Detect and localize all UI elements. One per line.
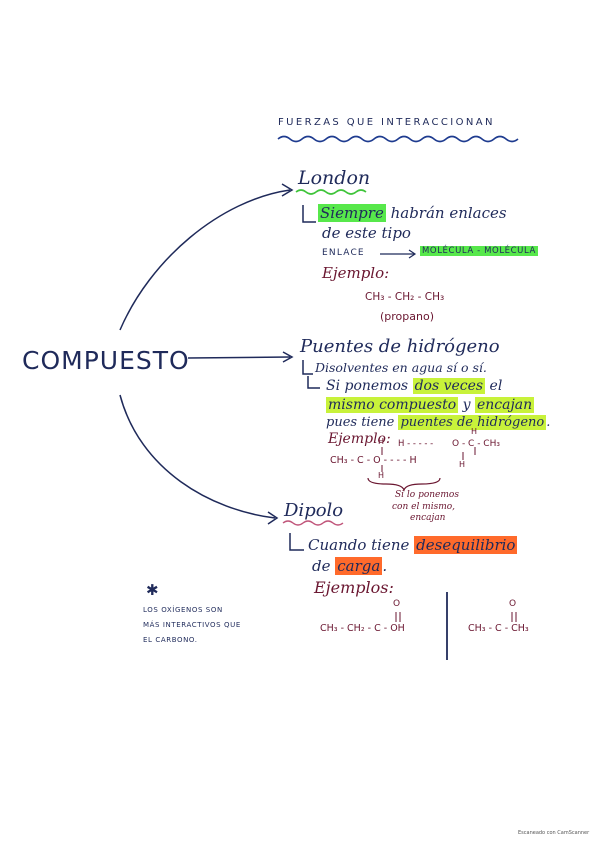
struct-h-right: H [459, 460, 466, 469]
arrow-to-london-head [281, 183, 294, 197]
note-line-2: MÁS INTERACTIVOS QUE [143, 621, 241, 629]
dipolo-line1-a: Cuando tiene [308, 536, 415, 554]
london-ejemplo: Ejemplo: [322, 264, 390, 282]
puentes-line4-a: pues tiene [326, 415, 399, 430]
enlace-arrow-head [408, 249, 417, 259]
highlight-desequilibrio: desequilibrio [414, 536, 518, 554]
dipolo-heading: Dipolo [284, 500, 344, 521]
struct-note-1: Si lo ponemos [395, 490, 459, 500]
propano-name: (propano) [380, 310, 435, 323]
note-line-1: LOS OXÍGENOS SON [143, 606, 223, 614]
highlight-dos-veces: dos veces [412, 378, 486, 394]
dipolo-line2-a: de [312, 557, 336, 575]
london-line1: Siempre habrán enlaces [318, 204, 507, 222]
puentes-line1: Disolventes en agua sí o sí. [315, 360, 487, 375]
example1-oxygen: O [393, 599, 401, 609]
struct-h-bottom: H [378, 471, 385, 480]
highlight-carga: carga [335, 557, 383, 575]
dipolo-l-mark [289, 533, 304, 551]
page-title: FUERZAS QUE INTERACCIONAN [278, 117, 495, 128]
puentes-ejemplo: Ejemplo: [328, 431, 391, 447]
london-wavy-underline [295, 189, 367, 195]
dipolo-wavy-underline [282, 520, 344, 526]
puentes-line2: Si ponemos dos veces el [326, 378, 503, 394]
example2-formula: CH₃ - C - CH₃ [468, 623, 529, 634]
puentes-line3-mid: y [458, 397, 475, 413]
struct-h-top-1: H [378, 437, 385, 446]
arrow-to-puentes [187, 356, 291, 359]
struct-note-3: encajan [410, 513, 446, 523]
highlight-molecula: MOLÉCULA - MOLÉCULA [420, 246, 538, 256]
puentes-line4: pues tiene puentes de hidrógeno. [326, 415, 551, 430]
star-icon: ✱ [146, 581, 159, 599]
puentes-line3: mismo compuesto y encajan [326, 397, 535, 413]
london-line1-rest: habrán enlaces [385, 204, 507, 222]
arrow-to-dipolo-head [267, 511, 279, 525]
puentes-l-mark-2 [307, 376, 320, 389]
dipolo-line1: Cuando tiene desequilibrio [308, 536, 518, 554]
dipolo-line2-b: . [382, 557, 388, 575]
struct-note-2: con el mismo, [392, 502, 456, 512]
highlight-mismo-compuesto: mismo compuesto [326, 397, 459, 413]
struct-dots-row: H - - - - - [398, 439, 434, 449]
highlight-encajan: encajan [474, 397, 535, 413]
structure-brace [367, 477, 441, 492]
arrow-to-dipolo [119, 394, 276, 519]
title-wavy-underline [277, 135, 519, 143]
struct-right: O - C - CH₃ [452, 439, 500, 449]
puentes-heading: Puentes de hidrógeno [300, 336, 500, 357]
puentes-line2-a: Si ponemos [326, 378, 413, 394]
puentes-line2-b: el [485, 378, 503, 394]
puentes-l-mark-1 [302, 360, 313, 375]
london-heading: London [298, 167, 371, 189]
struct-left: CH₃ - C - O - - - - H [330, 455, 417, 466]
arrow-to-puentes-head [282, 351, 294, 363]
arrow-to-london [119, 189, 291, 331]
enlace-label: ENLACE [322, 248, 365, 258]
example1-formula: CH₃ - CH₂ - C - OH [320, 623, 405, 634]
struct-h-top-2: H [471, 427, 478, 436]
london-l-mark [302, 205, 316, 223]
example2-oxygen: O [509, 599, 517, 609]
highlight-siempre: Siempre [318, 204, 386, 222]
enlace-highlight: MOLÉCULA - MOLÉCULA [420, 246, 538, 256]
propano-formula: CH₃ - CH₂ - CH₃ [365, 291, 445, 303]
compuesto-node: COMPUESTO [22, 346, 190, 375]
scanner-watermark: Escaneado con CamScanner [518, 830, 590, 836]
dipolo-line2: de carga. [312, 557, 388, 575]
note-line-3: EL CARBONO. [143, 636, 198, 644]
dipolo-ejemplos: Ejemplos: [314, 578, 394, 597]
puentes-line4-b: . [546, 415, 551, 430]
london-line2: de este tipo [322, 224, 411, 242]
highlight-puentes: puentes de hidrógeno [398, 415, 547, 430]
